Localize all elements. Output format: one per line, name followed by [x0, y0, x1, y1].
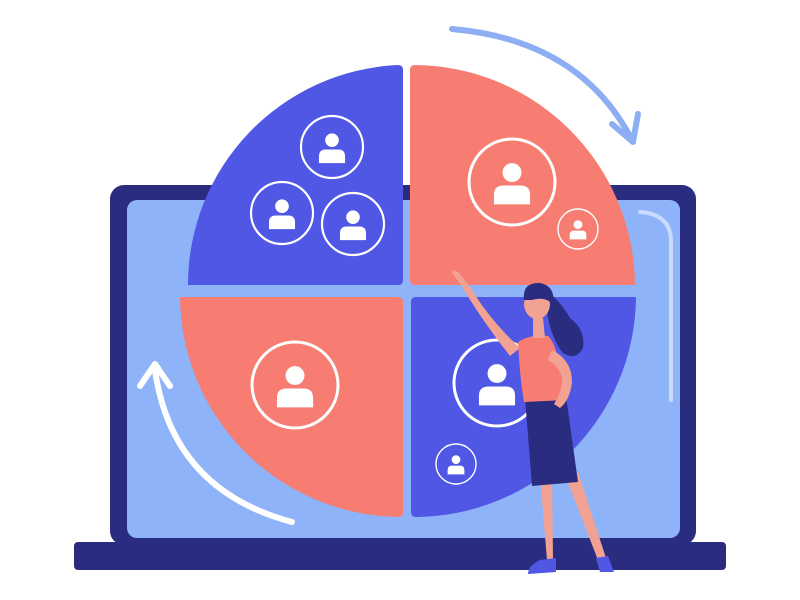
woman-neck	[533, 318, 545, 338]
woman-figure	[452, 270, 614, 574]
woman-arm-raised	[452, 270, 520, 356]
woman-hair	[545, 290, 584, 357]
pie-segment-top-left	[187, 65, 403, 285]
woman-leg-left	[540, 475, 553, 560]
woman-shoe-right	[596, 556, 614, 572]
laptop-base	[74, 542, 726, 570]
pie-segment-top-right	[410, 65, 635, 285]
woman-hair-top	[523, 282, 554, 305]
woman-arm-lower	[548, 350, 572, 408]
cycle-arrow-icon	[449, 26, 641, 145]
woman-leg-right	[565, 472, 606, 560]
woman-shoe-left	[528, 558, 556, 574]
cycle-arrow-icon	[137, 361, 295, 525]
screen-highlight	[638, 210, 673, 402]
woman-skirt	[525, 396, 578, 486]
